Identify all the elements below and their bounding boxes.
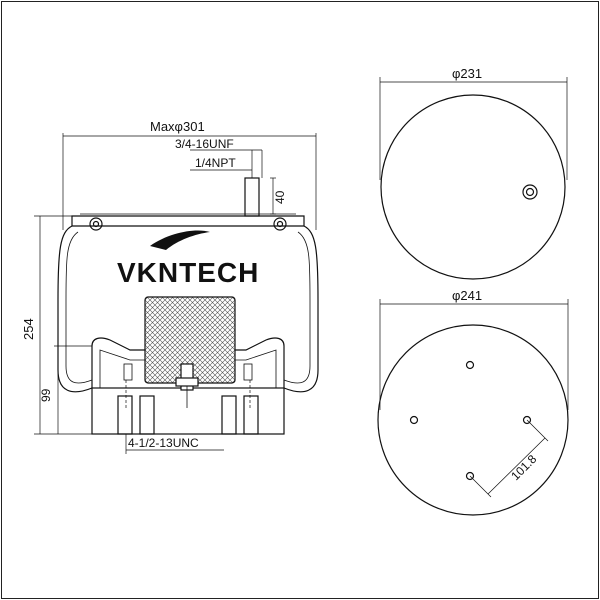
max-diameter-label: Maxφ301 <box>150 119 205 134</box>
brand-logo: VKNTECH <box>117 230 259 288</box>
max-diameter-dimension: Maxφ301 <box>62 119 317 230</box>
brand-name: VKNTECH <box>117 257 259 288</box>
bottom-plate-circle <box>377 324 569 516</box>
top-bead-plate <box>71 215 305 227</box>
bolt-hole-bottom <box>465 471 475 481</box>
bottom-plate-diameter-label: φ241 <box>452 288 482 303</box>
piston-height-label: 99 <box>39 388 53 402</box>
piston-height-dimension: 99 <box>39 345 92 434</box>
bolt-hole-right <box>522 415 532 425</box>
top-plate-circle <box>380 94 566 280</box>
bolt-hole-left <box>409 415 419 425</box>
top-plate-view: φ231 <box>379 66 568 280</box>
side-view: Maxφ301 3/4-16UNF 1/4NPT 40 <box>21 119 319 454</box>
stud-height-label: 40 <box>273 190 287 204</box>
rubber-bellows <box>57 225 319 393</box>
top-thread-label: 3/4-16UNF <box>175 137 234 151</box>
bottom-thread-label: 4-1/2-13UNC <box>128 436 199 450</box>
bottom-plate-view: φ241 101.8 <box>377 288 569 516</box>
top-stud-right <box>273 217 287 231</box>
air-fitting: 3/4-16UNF 1/4NPT 40 <box>175 137 287 217</box>
top-plate-port <box>522 184 538 200</box>
overall-height-label: 254 <box>21 318 36 340</box>
centre-bolt <box>175 363 199 408</box>
top-plate-diameter-label: φ231 <box>452 66 482 81</box>
overall-height-dimension: 254 <box>21 215 92 435</box>
logo-swoosh <box>150 230 210 250</box>
top-pipe-label: 1/4NPT <box>195 156 236 170</box>
bottom-thread-dimension: 4-1/2-13UNC <box>125 434 224 454</box>
top-stud-left <box>89 217 103 231</box>
bolt-hole-top <box>465 360 475 370</box>
bolt-spacing-label: 101.8 <box>508 452 539 483</box>
bolt-spacing-dimension: 101.8 <box>469 419 549 498</box>
